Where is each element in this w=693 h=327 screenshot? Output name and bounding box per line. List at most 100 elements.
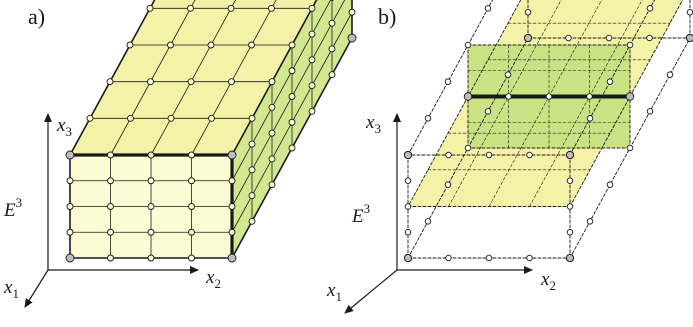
grid-node bbox=[248, 41, 255, 49]
grid-node bbox=[208, 114, 215, 122]
panel-b-x3-label: x3 bbox=[365, 112, 381, 136]
grid-node bbox=[268, 103, 276, 111]
grid-node bbox=[227, 253, 237, 263]
grid-node bbox=[227, 4, 235, 12]
lattice-node bbox=[626, 41, 634, 49]
lattice-node bbox=[565, 253, 575, 263]
grid-node bbox=[228, 177, 236, 185]
grid-node bbox=[187, 78, 195, 86]
grid-node bbox=[328, 19, 336, 27]
lattice-node bbox=[685, 33, 693, 43]
grid-node bbox=[167, 41, 174, 49]
lattice-node bbox=[605, 34, 613, 42]
panel-b-label: b) bbox=[378, 4, 396, 29]
grid-node bbox=[308, 4, 316, 12]
grid-node bbox=[288, 41, 296, 49]
grid-node bbox=[86, 114, 94, 122]
grid-node bbox=[66, 228, 74, 236]
grid-node bbox=[228, 78, 235, 86]
lattice-node bbox=[404, 177, 412, 184]
intersection-node bbox=[586, 93, 593, 100]
grid-node bbox=[147, 228, 155, 236]
intersection-node bbox=[505, 93, 512, 100]
grid-node bbox=[288, 93, 296, 100]
lattice-node bbox=[445, 254, 452, 262]
grid-node bbox=[188, 203, 195, 210]
lattice-node bbox=[606, 181, 614, 188]
lattice-node bbox=[646, 5, 654, 12]
grid-node bbox=[188, 228, 195, 236]
grid-node bbox=[147, 254, 155, 262]
grid-node bbox=[106, 78, 114, 86]
grid-node bbox=[107, 151, 114, 159]
panel-a: a) x3 x2 x1 E3 bbox=[3, 0, 357, 308]
lattice-node bbox=[606, 78, 614, 85]
cube-lattice bbox=[65, 0, 357, 263]
lattice-node bbox=[424, 218, 432, 225]
lattice-node bbox=[566, 177, 574, 184]
grid-node bbox=[107, 228, 114, 236]
grid-node bbox=[188, 151, 195, 159]
grid-node bbox=[308, 107, 316, 115]
grid-node bbox=[107, 254, 114, 262]
lattice-node bbox=[464, 41, 472, 49]
grid-node bbox=[187, 4, 194, 12]
intersection-node bbox=[463, 92, 473, 101]
grid-node bbox=[268, 78, 276, 86]
panel-b-x1-label: x1 bbox=[326, 280, 342, 304]
lattice-node bbox=[526, 151, 533, 159]
panel-a-space-label: E3 bbox=[3, 195, 22, 221]
panel-a-x1-label: x1 bbox=[3, 277, 19, 301]
grid-node bbox=[248, 192, 256, 200]
grid-node bbox=[66, 203, 74, 210]
lattice-node bbox=[586, 218, 594, 225]
grid-node bbox=[328, 71, 336, 79]
panel-a-label: a) bbox=[28, 4, 45, 29]
grid-node bbox=[147, 177, 155, 185]
grid-node bbox=[268, 129, 276, 137]
grid-node bbox=[308, 30, 316, 38]
lattice-node bbox=[403, 150, 413, 160]
lattice-node bbox=[485, 254, 493, 262]
grid-node bbox=[207, 41, 215, 49]
intersection-node bbox=[625, 92, 635, 101]
panel-a-x3-label: x3 bbox=[56, 115, 72, 139]
lattice-node bbox=[404, 203, 412, 210]
grid-node bbox=[288, 67, 296, 75]
lattice-node bbox=[464, 144, 472, 152]
lattice-node bbox=[504, 71, 512, 78]
grid-node bbox=[228, 228, 236, 236]
grid-node bbox=[65, 253, 75, 263]
grid-node bbox=[167, 114, 175, 122]
grid-node bbox=[328, 45, 336, 53]
grid-node bbox=[147, 78, 154, 86]
lattice-node bbox=[523, 33, 533, 43]
lattice-node bbox=[566, 228, 574, 236]
grid-node bbox=[347, 33, 357, 43]
grid-node bbox=[126, 41, 134, 49]
lattice-node bbox=[526, 254, 533, 262]
grid-node bbox=[288, 144, 296, 152]
grid-node bbox=[107, 177, 114, 185]
lattice-node bbox=[566, 203, 574, 210]
grid-node bbox=[188, 177, 195, 185]
lattice-node bbox=[424, 115, 432, 122]
lattice-node bbox=[444, 181, 452, 188]
lattice-node bbox=[403, 253, 413, 263]
grid-node bbox=[288, 118, 296, 126]
grid-node bbox=[268, 4, 275, 12]
intersection-node bbox=[545, 93, 553, 100]
lattice-with-planes bbox=[403, 0, 693, 263]
grid-node bbox=[228, 203, 236, 210]
grid-node bbox=[147, 151, 155, 159]
panel-a-axes bbox=[24, 113, 199, 308]
lattice-node bbox=[565, 150, 575, 160]
grid-node bbox=[248, 166, 256, 174]
lattice-node bbox=[484, 108, 492, 115]
lattice-node bbox=[485, 151, 493, 159]
grid-node bbox=[188, 254, 195, 262]
grid-node bbox=[147, 203, 155, 210]
grid-node bbox=[248, 217, 256, 225]
grid-node bbox=[248, 140, 256, 148]
